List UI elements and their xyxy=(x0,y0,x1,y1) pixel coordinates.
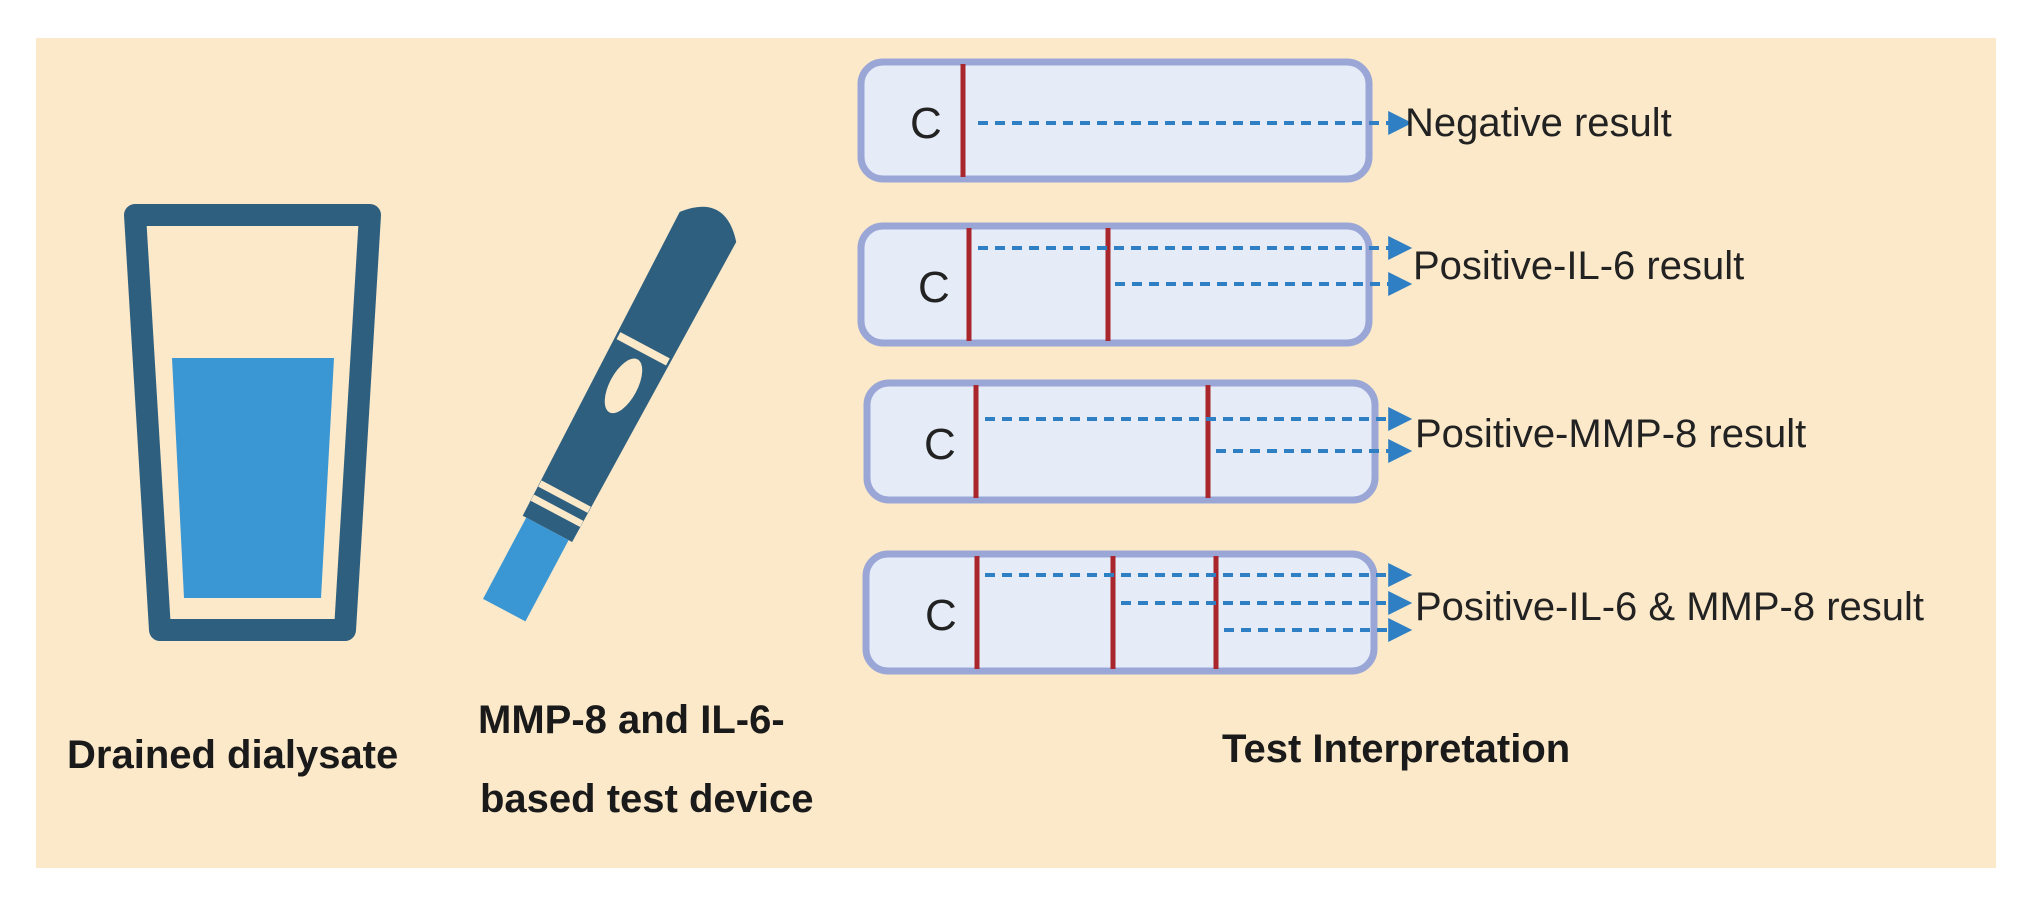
control-label: C xyxy=(918,263,950,312)
caption-test-device-line2: based test device xyxy=(480,777,814,821)
result-label: Positive-IL-6 & MMP-8 result xyxy=(1415,585,1924,629)
caption-drained-dialysate: Drained dialysate xyxy=(67,733,398,777)
test-strip-positive-mmp8: C Positive-MMP-8 result xyxy=(863,379,1806,504)
control-label: C xyxy=(925,591,957,640)
strip-body xyxy=(862,550,1378,675)
control-label: C xyxy=(910,99,942,148)
strip-body xyxy=(863,379,1379,504)
test-strip-negative: C Negative result xyxy=(857,58,1672,183)
caption-test-device-line1: MMP-8 and IL-6- xyxy=(478,698,785,742)
caption-test-interpretation: Test Interpretation xyxy=(1222,727,1570,771)
result-label: Negative result xyxy=(1405,101,1672,145)
strip-body xyxy=(857,58,1373,183)
control-label: C xyxy=(924,420,956,469)
drinking-glass-icon xyxy=(124,204,381,641)
test-strip-positive-il6-mmp8: C Positive-IL-6 & MMP-8 result xyxy=(862,550,1924,675)
result-label: Positive-MMP-8 result xyxy=(1415,412,1806,456)
test-strip-positive-il6: C Positive-IL-6 result xyxy=(857,222,1744,347)
lateral-flow-test-device-icon xyxy=(483,206,737,622)
result-label: Positive-IL-6 result xyxy=(1413,244,1744,288)
